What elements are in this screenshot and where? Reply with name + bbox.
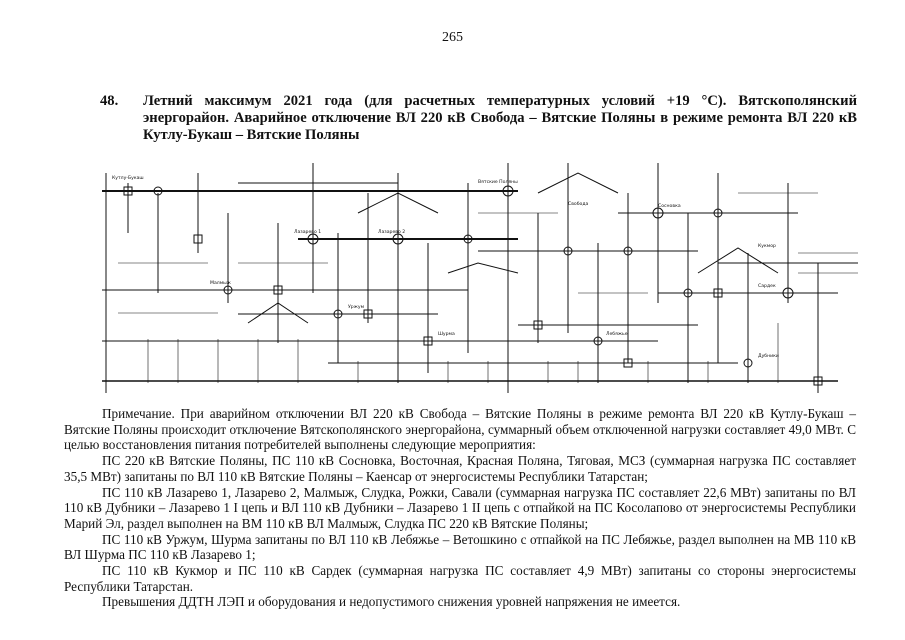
- station-label: Лебяжье: [606, 331, 628, 337]
- note-paragraph: Превышения ДДТН ЛЭП и оборудования и нед…: [102, 594, 681, 610]
- note-paragraph: Примечание. При аварийном отключении ВЛ …: [64, 406, 856, 453]
- note-paragraph: ПС 110 кВ Кукмор и ПС 110 кВ Сардек (сум…: [64, 563, 856, 594]
- station-label: Дубники: [758, 353, 779, 359]
- note-paragraph: ПС 110 кВ Лазарево 1, Лазарево 2, Малмыж…: [64, 484, 856, 531]
- station-label: Лазарево 2: [378, 229, 405, 235]
- station-label: Шурма: [438, 331, 455, 337]
- grid-scheme-diagram: Кутлу-Букаш Вятские Поляны Свобода Лазар…: [98, 153, 858, 400]
- station-label: Уржум: [348, 304, 365, 310]
- station-label: Кукмор: [758, 243, 776, 249]
- page-number: 265: [442, 30, 463, 45]
- station-label: Свобода: [568, 201, 589, 207]
- grid-scheme-svg: Кутлу-Букаш Вятские Поляны Свобода Лазар…: [102, 163, 858, 393]
- station-label: Кутлу-Букаш: [112, 175, 144, 181]
- station-label: Сосновка: [658, 203, 681, 209]
- note-block: Примечание. При аварийном отключении ВЛ …: [64, 406, 856, 610]
- note-paragraph: ПС 110 кВ Уржум, Шурма запитаны по ВЛ 11…: [64, 531, 856, 563]
- section-number: 48.: [100, 93, 119, 109]
- section-heading: 48. Летний максимум 2021 года (для расче…: [100, 93, 857, 144]
- station-label: Сардек: [758, 283, 776, 289]
- note-paragraph: ПС 220 кВ Вятские Поляны, ПС 110 кВ Сосн…: [64, 453, 856, 484]
- station-label: Лазарево 1: [294, 229, 321, 235]
- section-title: Летний максимум 2021 года (для расчетных…: [143, 93, 857, 143]
- station-label: Вятские Поляны: [478, 179, 518, 185]
- station-label: Малмыж: [210, 280, 231, 286]
